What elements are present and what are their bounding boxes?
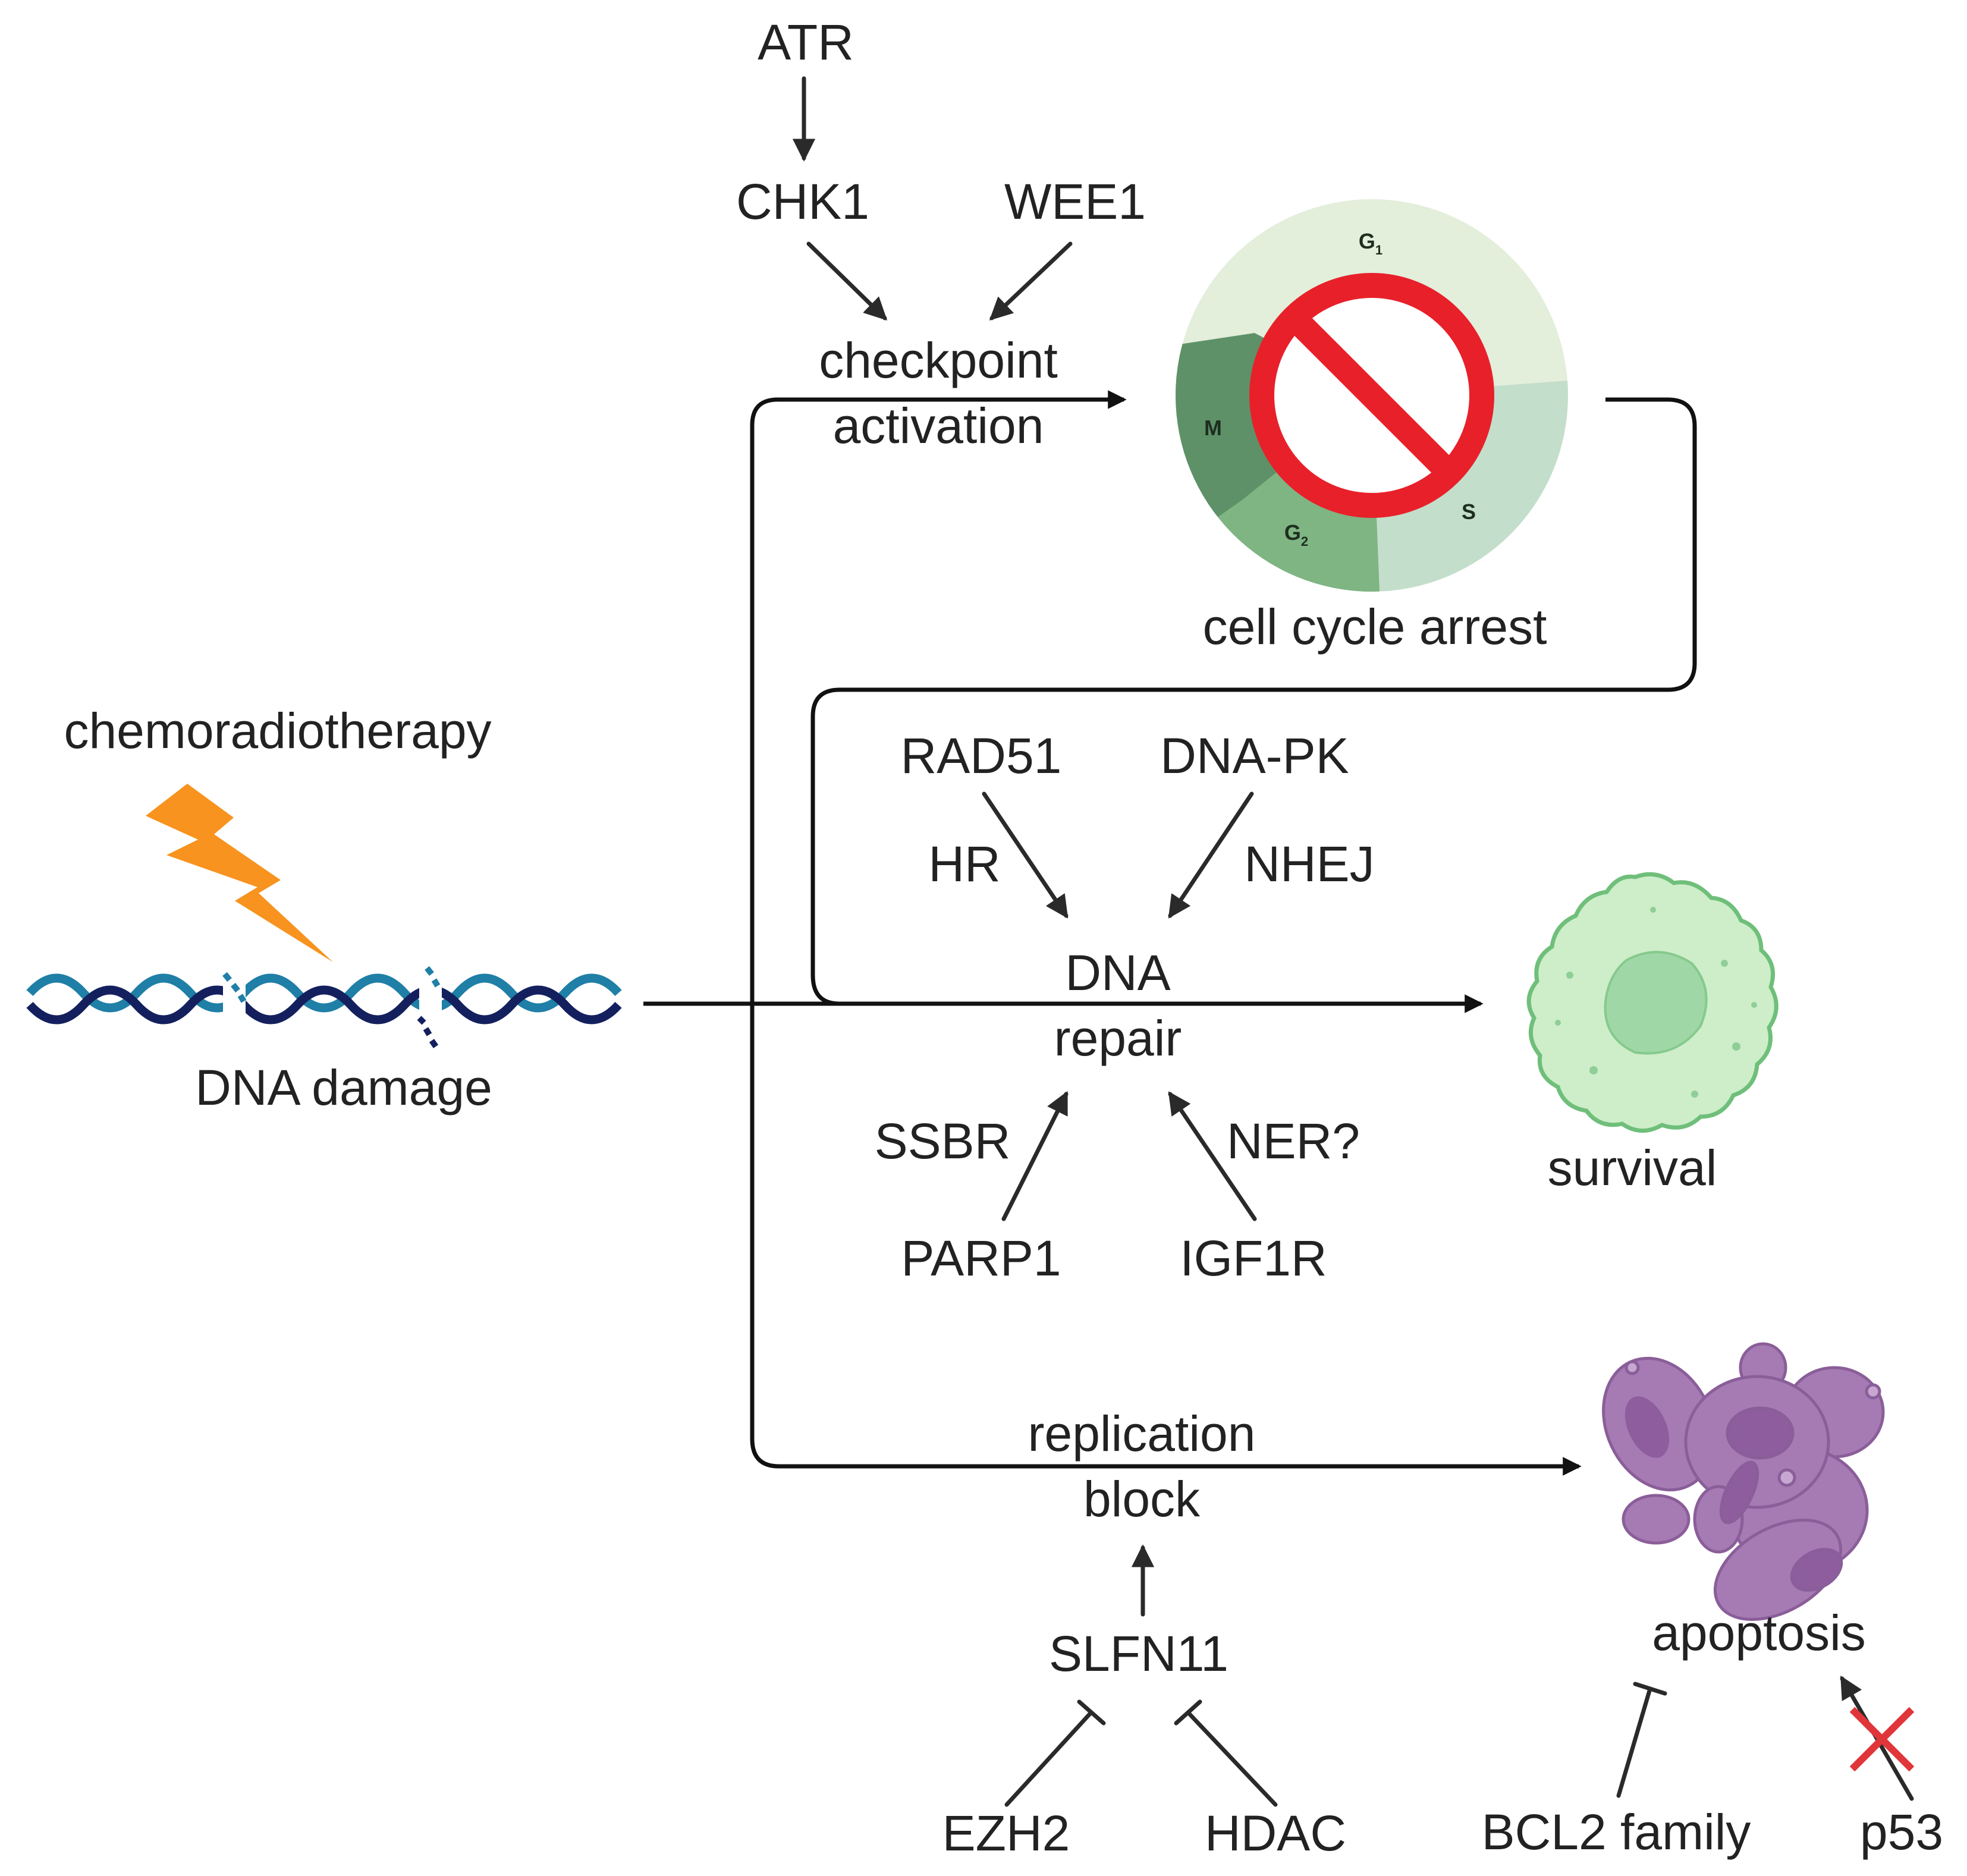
- slfn11-label: SLFN11: [1049, 1626, 1228, 1682]
- red-x-icon: [1849, 1707, 1915, 1772]
- parp1-label: PARP1: [901, 1230, 1061, 1286]
- wee1-label: WEE1: [1004, 174, 1146, 230]
- ner-label: NER?: [1227, 1113, 1360, 1169]
- wee1-to-checkpoint-arrow: [989, 241, 1073, 320]
- cell-cycle-arrest-label: cell cycle arrest: [1203, 599, 1547, 655]
- igf1r-label: IGF1R: [1180, 1230, 1327, 1286]
- ssbr-label: SSBR: [875, 1113, 1011, 1169]
- arrest-loop-line: [810, 397, 1697, 1006]
- hdac-label: HDAC: [1205, 1805, 1346, 1861]
- parp1-to-dna-repair-arrow: [1001, 1091, 1069, 1221]
- hdac-inhibits-slfn11: [1174, 1699, 1278, 1807]
- bcl2-family-label: BCL2 family: [1482, 1804, 1751, 1860]
- chemoradiotherapy-label: chemoradiotherapy: [64, 703, 491, 759]
- ezh2-inhibits-slfn11: [1004, 1699, 1106, 1807]
- chk1-to-checkpoint-arrow: [806, 241, 888, 321]
- hr-label: HR: [928, 836, 1000, 892]
- igf1r-to-dna-repair-arrow: [1168, 1091, 1257, 1221]
- lightning-icon: [146, 784, 333, 962]
- trunk-to-checkpoint-line: [750, 390, 1127, 1439]
- phase-m-label: M: [1204, 416, 1222, 440]
- no-entry-icon: [1249, 273, 1494, 518]
- rad51-label: RAD51: [901, 728, 1062, 784]
- checkpoint-label-line1: checkpoint: [819, 332, 1058, 388]
- p53-label: p53: [1860, 1804, 1943, 1860]
- ezh2-label: EZH2: [942, 1805, 1070, 1861]
- healthy-cell-icon: [1526, 872, 1779, 1133]
- chk1-label: CHK1: [736, 174, 869, 230]
- replication-label-line1: replication: [1028, 1406, 1256, 1462]
- dnapk-to-dna-repair-arrow: [1168, 791, 1254, 919]
- apoptotic-cell-icon: [1602, 1342, 1885, 1622]
- dna-damage-label: DNA damage: [195, 1060, 492, 1115]
- nhej-label: NHEJ: [1244, 836, 1374, 892]
- apoptosis-label: apoptosis: [1652, 1605, 1866, 1661]
- dna-helix-icon: [26, 966, 622, 1048]
- rad51-to-dna-repair-arrow: [982, 791, 1069, 919]
- phase-s-label: S: [1462, 499, 1476, 524]
- atr-label: ATR: [758, 14, 854, 70]
- phase-g2-label: G2: [1284, 520, 1308, 549]
- trunk-to-replication-block-line: [750, 1438, 1582, 1476]
- survival-label: survival: [1548, 1140, 1717, 1196]
- replication-label-line2: block: [1083, 1471, 1201, 1527]
- bcl2-inhibits-apoptosis: [1616, 1682, 1667, 1798]
- checkpoint-label-line2: activation: [833, 398, 1044, 454]
- dnapk-label: DNA-PK: [1160, 728, 1349, 784]
- dna-repair-label-line1: DNA: [1065, 945, 1170, 1001]
- phase-g1-label: G1: [1359, 229, 1382, 257]
- dna-repair-label-line2: repair: [1054, 1010, 1182, 1066]
